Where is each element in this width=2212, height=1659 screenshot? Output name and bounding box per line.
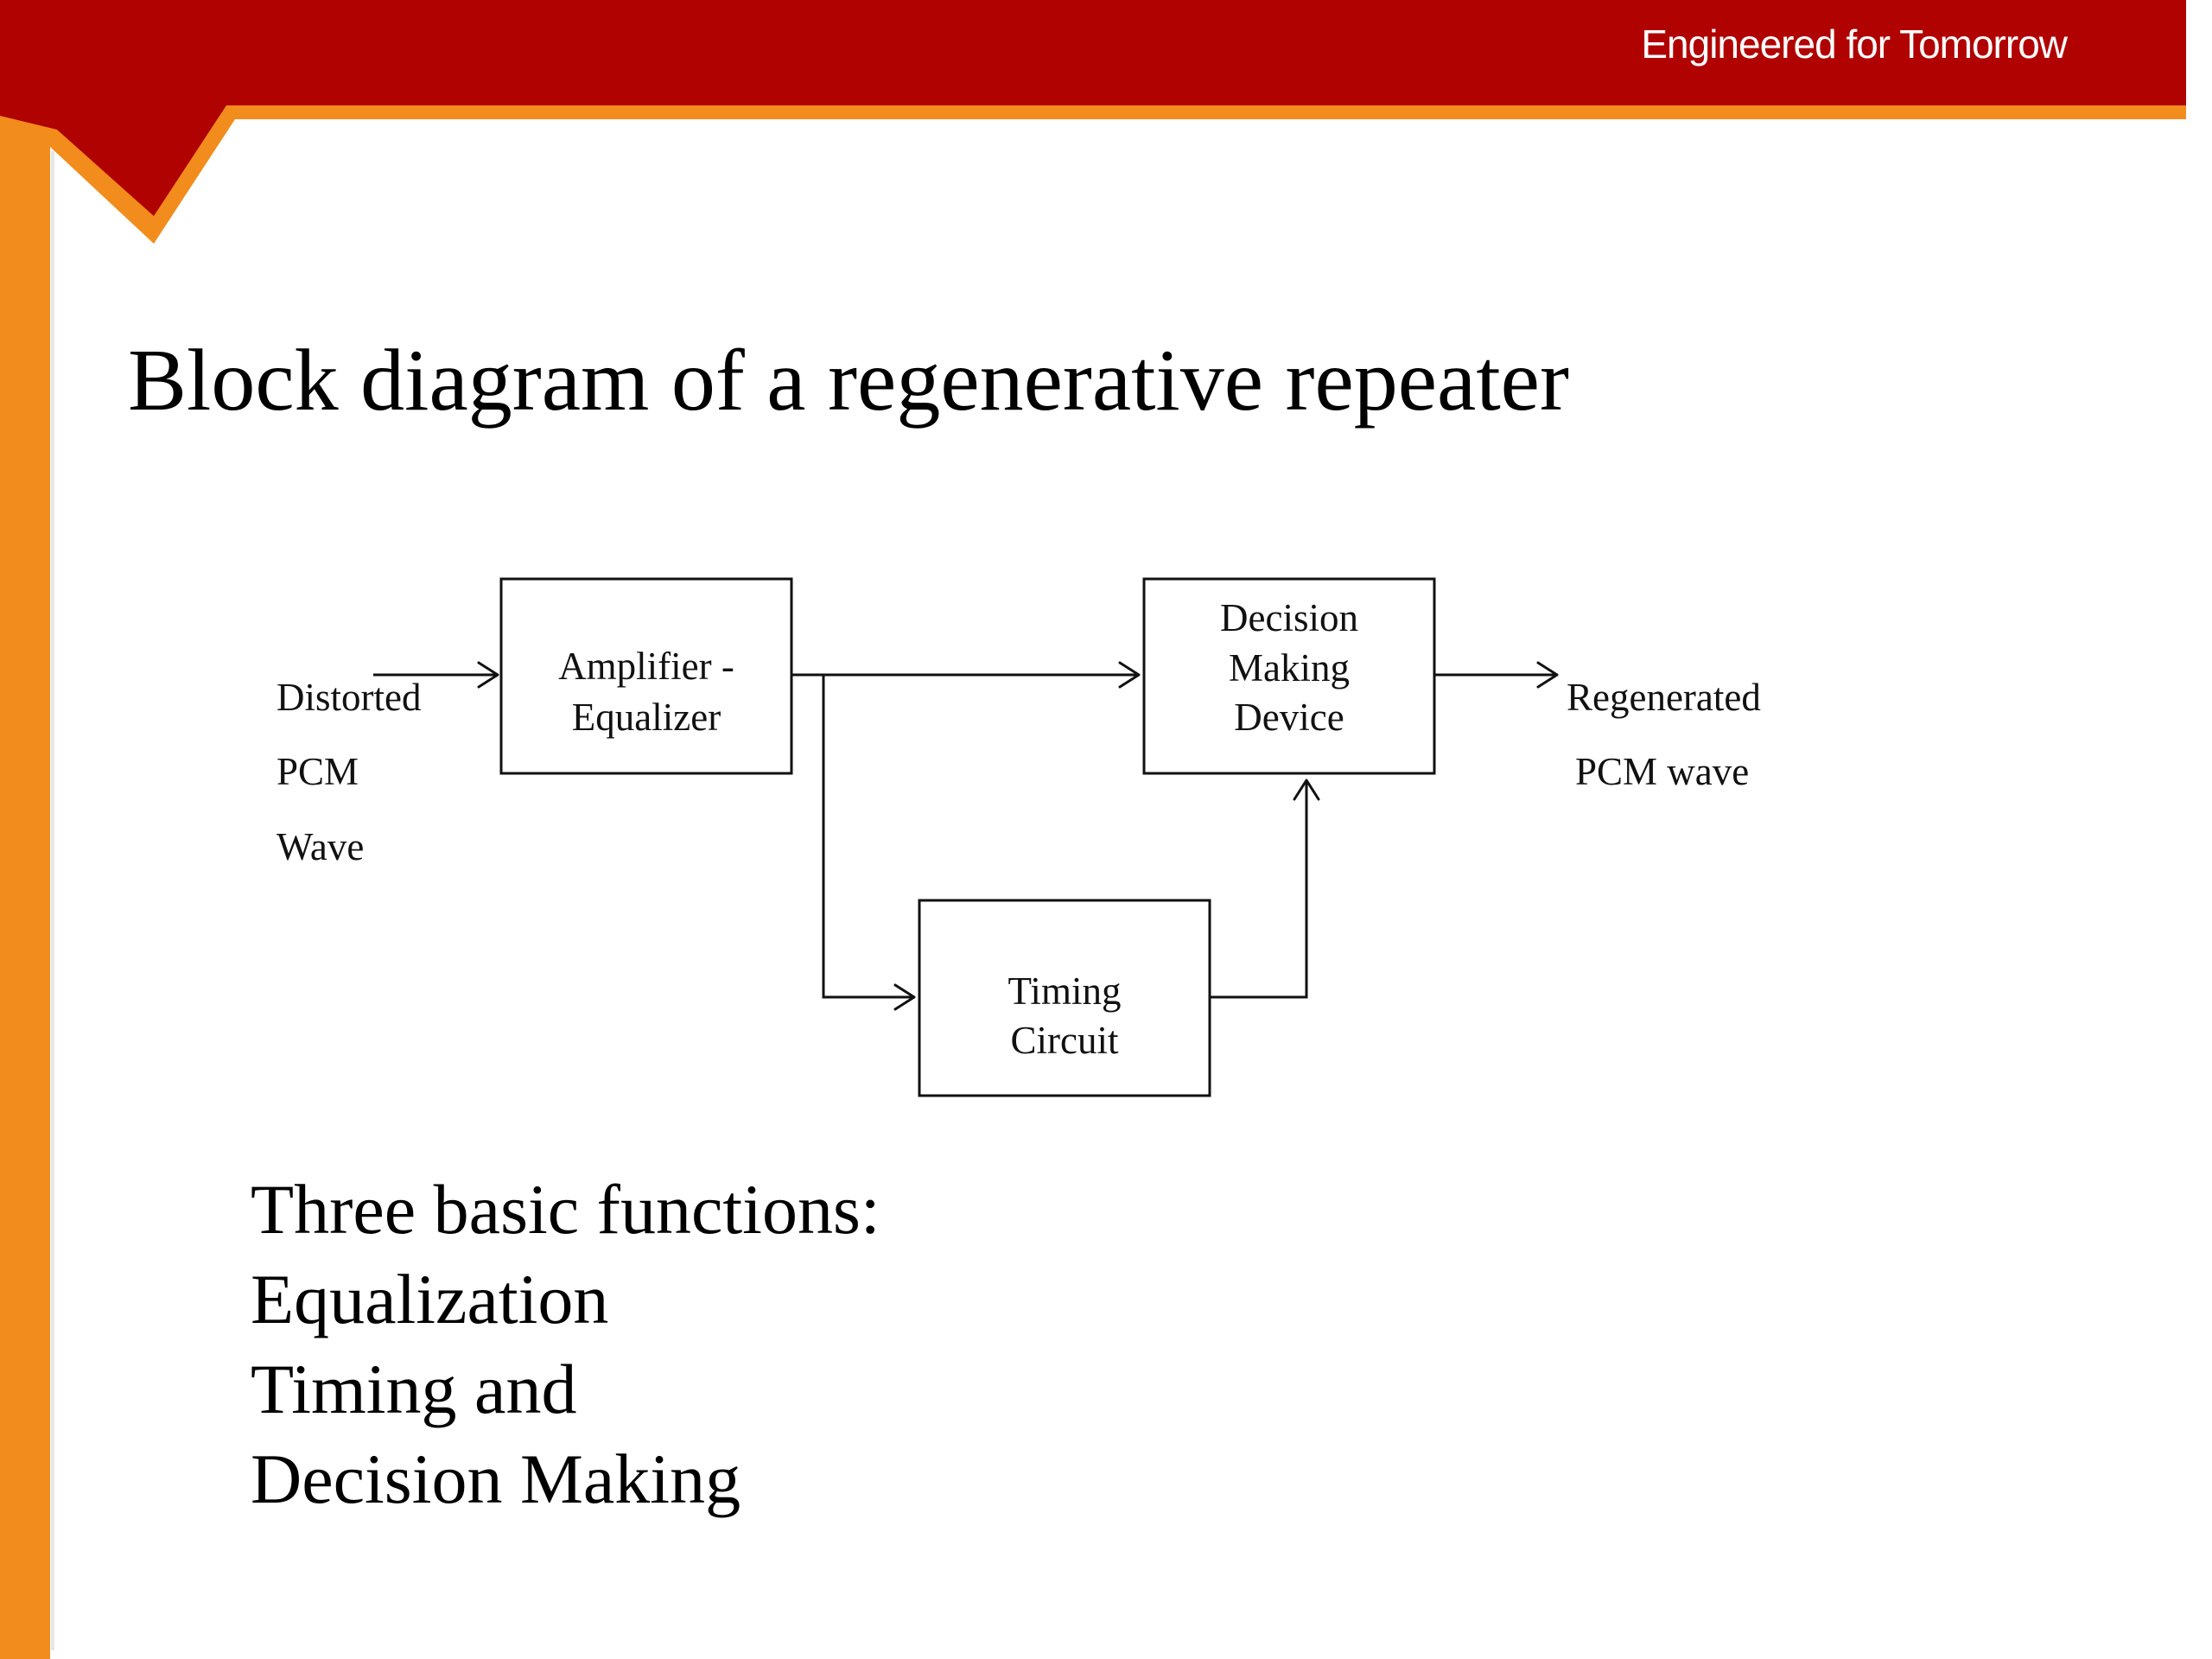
amp-to-decision-arrowhead <box>1118 661 1141 689</box>
header-red-band <box>0 0 2186 216</box>
function-item-timing: Timing and <box>251 1350 577 1428</box>
amplifier-label-line-1: Amplifier - <box>558 645 734 688</box>
timing-label-line-1: Timing <box>1008 969 1122 1013</box>
decision-label-line-2: Making <box>1229 646 1350 690</box>
functions-heading: Three basic functions: <box>251 1170 880 1249</box>
slide-title: Block diagram of a regenerative repeater <box>128 332 1569 429</box>
decision-making-device-block: Decision Making Device <box>1142 577 1436 775</box>
input-arrowhead <box>477 661 499 689</box>
functions-list: Three basic functions: Equalization Timi… <box>251 1165 880 1524</box>
timing-label-line-2: Circuit <box>1011 1019 1119 1062</box>
brand-tagline: Engineered for Tomorrow <box>1641 22 2068 67</box>
output-label-line-2: PCM wave <box>1575 750 1749 793</box>
amp-to-timing-wire <box>822 675 912 999</box>
timing-circuit-block: Timing Circuit <box>918 899 1211 1097</box>
amp-to-timing-arrowhead <box>893 983 916 1011</box>
decision-label-line-3: Device <box>1234 696 1344 739</box>
decision-label-line-1: Decision <box>1220 596 1358 639</box>
input-label-line-1: Distorted <box>276 676 421 719</box>
output-label-line-1: Regenerated <box>1567 676 1761 719</box>
function-item-decision: Decision Making <box>251 1440 741 1518</box>
timing-to-decision-arrowhead <box>1293 779 1320 801</box>
input-label-line-2: PCM <box>276 750 359 793</box>
input-label-line-3: Wave <box>276 825 364 868</box>
function-item-equalization: Equalization <box>251 1260 609 1338</box>
amplifier-label-line-2: Equalizer <box>572 696 721 739</box>
left-orange-bar <box>0 121 50 1659</box>
amplifier-equalizer-block: Amplifier - Equalizer <box>499 577 793 775</box>
output-arrowhead <box>1536 661 1559 689</box>
timing-to-decision-wire <box>1210 782 1308 999</box>
